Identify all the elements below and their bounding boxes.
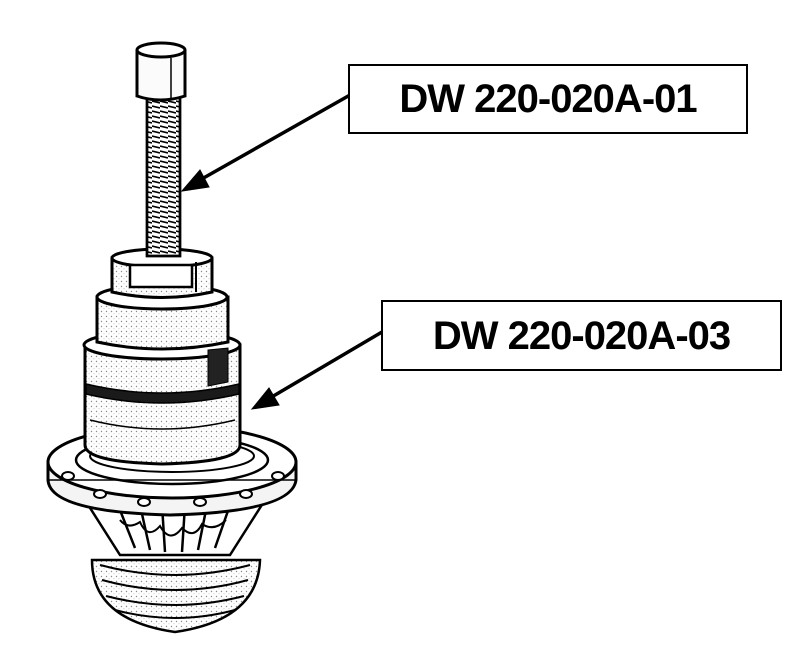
threaded-spindle: [145, 94, 182, 258]
arrow-line-1: [199, 93, 351, 182]
part-number-label: DW 220-020A-03: [432, 313, 731, 358]
puller-sleeve: [82, 329, 242, 466]
arrowhead-2: [250, 387, 280, 410]
arrowhead-1: [180, 169, 210, 192]
gear-assembly: [82, 498, 268, 634]
part-callout-spindle: DW 220-020A-01: [348, 64, 748, 134]
part-number-label: DW 220-020A-01: [399, 77, 697, 121]
spindle-nut: [110, 247, 214, 299]
part-callout-sleeve: DW 220-020A-03: [381, 300, 782, 371]
spindle-head: [135, 41, 187, 102]
arrow-line-2: [269, 330, 383, 400]
leader-arrows: [180, 93, 383, 410]
